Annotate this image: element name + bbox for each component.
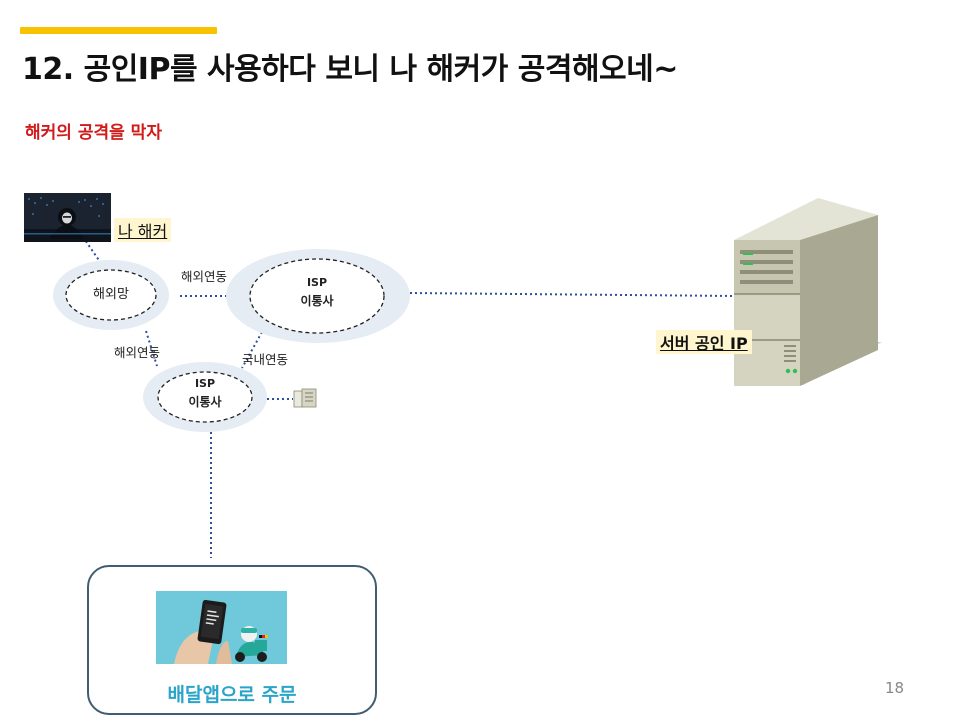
link-overseas-isp-bottom bbox=[145, 330, 158, 367]
isp-top-label-line1: ISP bbox=[306, 276, 328, 289]
slide-subtitle: 해커의 공격을 막자 bbox=[25, 123, 162, 143]
server-icon bbox=[734, 198, 882, 386]
edge-label-domestic: 국내연동 bbox=[242, 352, 289, 367]
page-number: 18 bbox=[885, 679, 905, 697]
isp-top-label-line2: 이통사 bbox=[300, 293, 334, 308]
server-ip-label: 서버 공인 IP bbox=[656, 330, 752, 354]
hacker-image bbox=[24, 193, 111, 242]
overseas-node bbox=[65, 269, 157, 321]
slide-title: 12. 공인IP를 사용하다 보니 나 해커가 공격해오네~ bbox=[22, 52, 678, 87]
isp-bottom-label-line1: ISP bbox=[194, 377, 216, 390]
isp-top-node bbox=[249, 258, 385, 334]
title-accent-bar bbox=[20, 27, 217, 34]
delivery-app-image bbox=[156, 591, 287, 664]
edge-label-overseas-bottom: 해외연동 bbox=[114, 345, 161, 360]
isp-bottom-label: ISP 이통사 bbox=[172, 376, 238, 411]
isp-bottom-node bbox=[157, 371, 253, 423]
isp-top-label: ISP 이통사 bbox=[284, 275, 350, 310]
hacker-label: 나 해커 bbox=[114, 218, 172, 242]
order-label: 배달앱으로 주문 bbox=[167, 684, 297, 706]
small-server-icon bbox=[293, 388, 317, 408]
link-isp-top-server bbox=[409, 292, 736, 297]
edge-label-overseas-top: 해외연동 bbox=[181, 269, 228, 284]
isp-bottom-label-line2: 이통사 bbox=[188, 394, 222, 409]
link-isp-top-isp-bottom bbox=[241, 331, 263, 369]
overseas-node-label: 해외망 bbox=[93, 287, 129, 302]
